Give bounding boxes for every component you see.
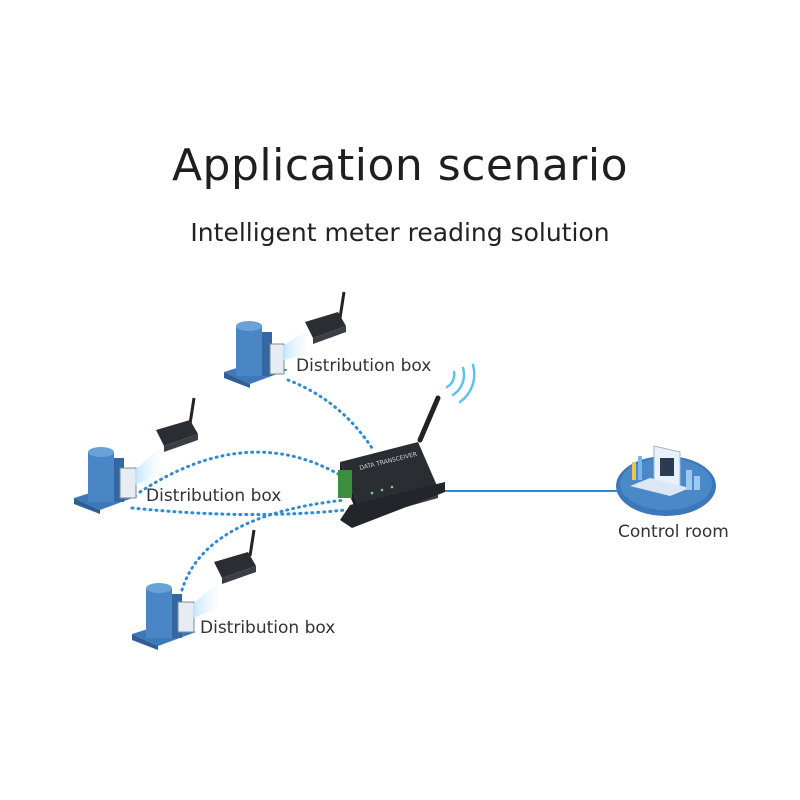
label-distribution-box-mid: Distribution box xyxy=(146,486,282,506)
distribution-box-top-icon xyxy=(224,291,346,388)
link-mid-box-2 xyxy=(130,506,347,517)
wireless-links xyxy=(130,378,374,592)
page-title: Application scenario xyxy=(171,140,629,191)
control-room-icon xyxy=(616,445,716,516)
label-control-room: Control room xyxy=(618,522,729,542)
page-subtitle: Intelligent meter reading solution xyxy=(190,218,610,247)
central-dtu-icon: DATA TRANSCEIVER xyxy=(338,395,445,528)
distribution-box-mid-icon xyxy=(74,397,198,514)
link-mid-box xyxy=(138,450,347,494)
link-bottom-box xyxy=(180,498,347,592)
label-distribution-box-bottom: Distribution box xyxy=(200,618,336,638)
distribution-box-bottom-icon xyxy=(132,529,256,650)
label-distribution-box-top: Distribution box xyxy=(296,356,432,376)
wifi-icon xyxy=(445,363,476,404)
link-top-box xyxy=(286,378,374,450)
